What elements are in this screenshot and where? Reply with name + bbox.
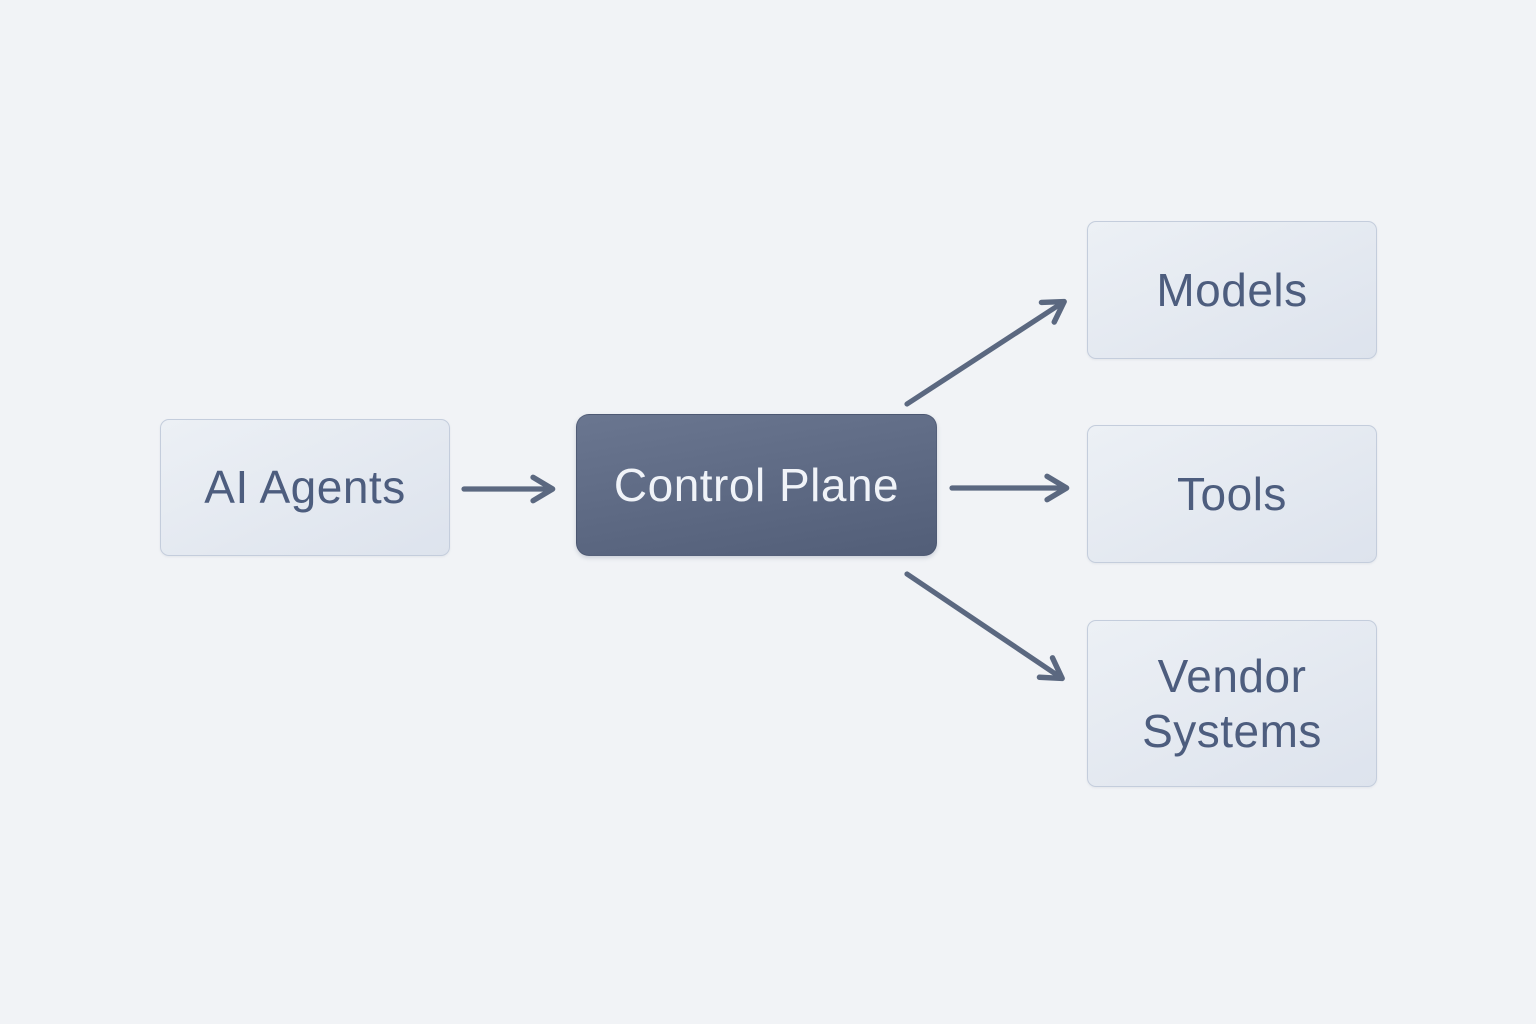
arrow-control-plane-to-models xyxy=(904,298,1067,407)
node-control-plane-label: Control Plane xyxy=(613,458,900,511)
node-models-label: Models xyxy=(1156,263,1308,316)
node-ai-agents-label: AI Agents xyxy=(204,461,406,514)
node-vendor-systems-label: Vendor Systems xyxy=(1142,650,1322,757)
node-control-plane: Control Plane xyxy=(576,414,937,556)
arrow-control-plane-to-vendor-systems xyxy=(904,571,1065,682)
node-models: Models xyxy=(1087,221,1377,359)
node-vendor-systems: Vendor Systems xyxy=(1087,620,1377,787)
node-tools-label: Tools xyxy=(1177,467,1287,520)
node-tools: Tools xyxy=(1087,425,1377,563)
node-ai-agents: AI Agents xyxy=(160,419,450,556)
